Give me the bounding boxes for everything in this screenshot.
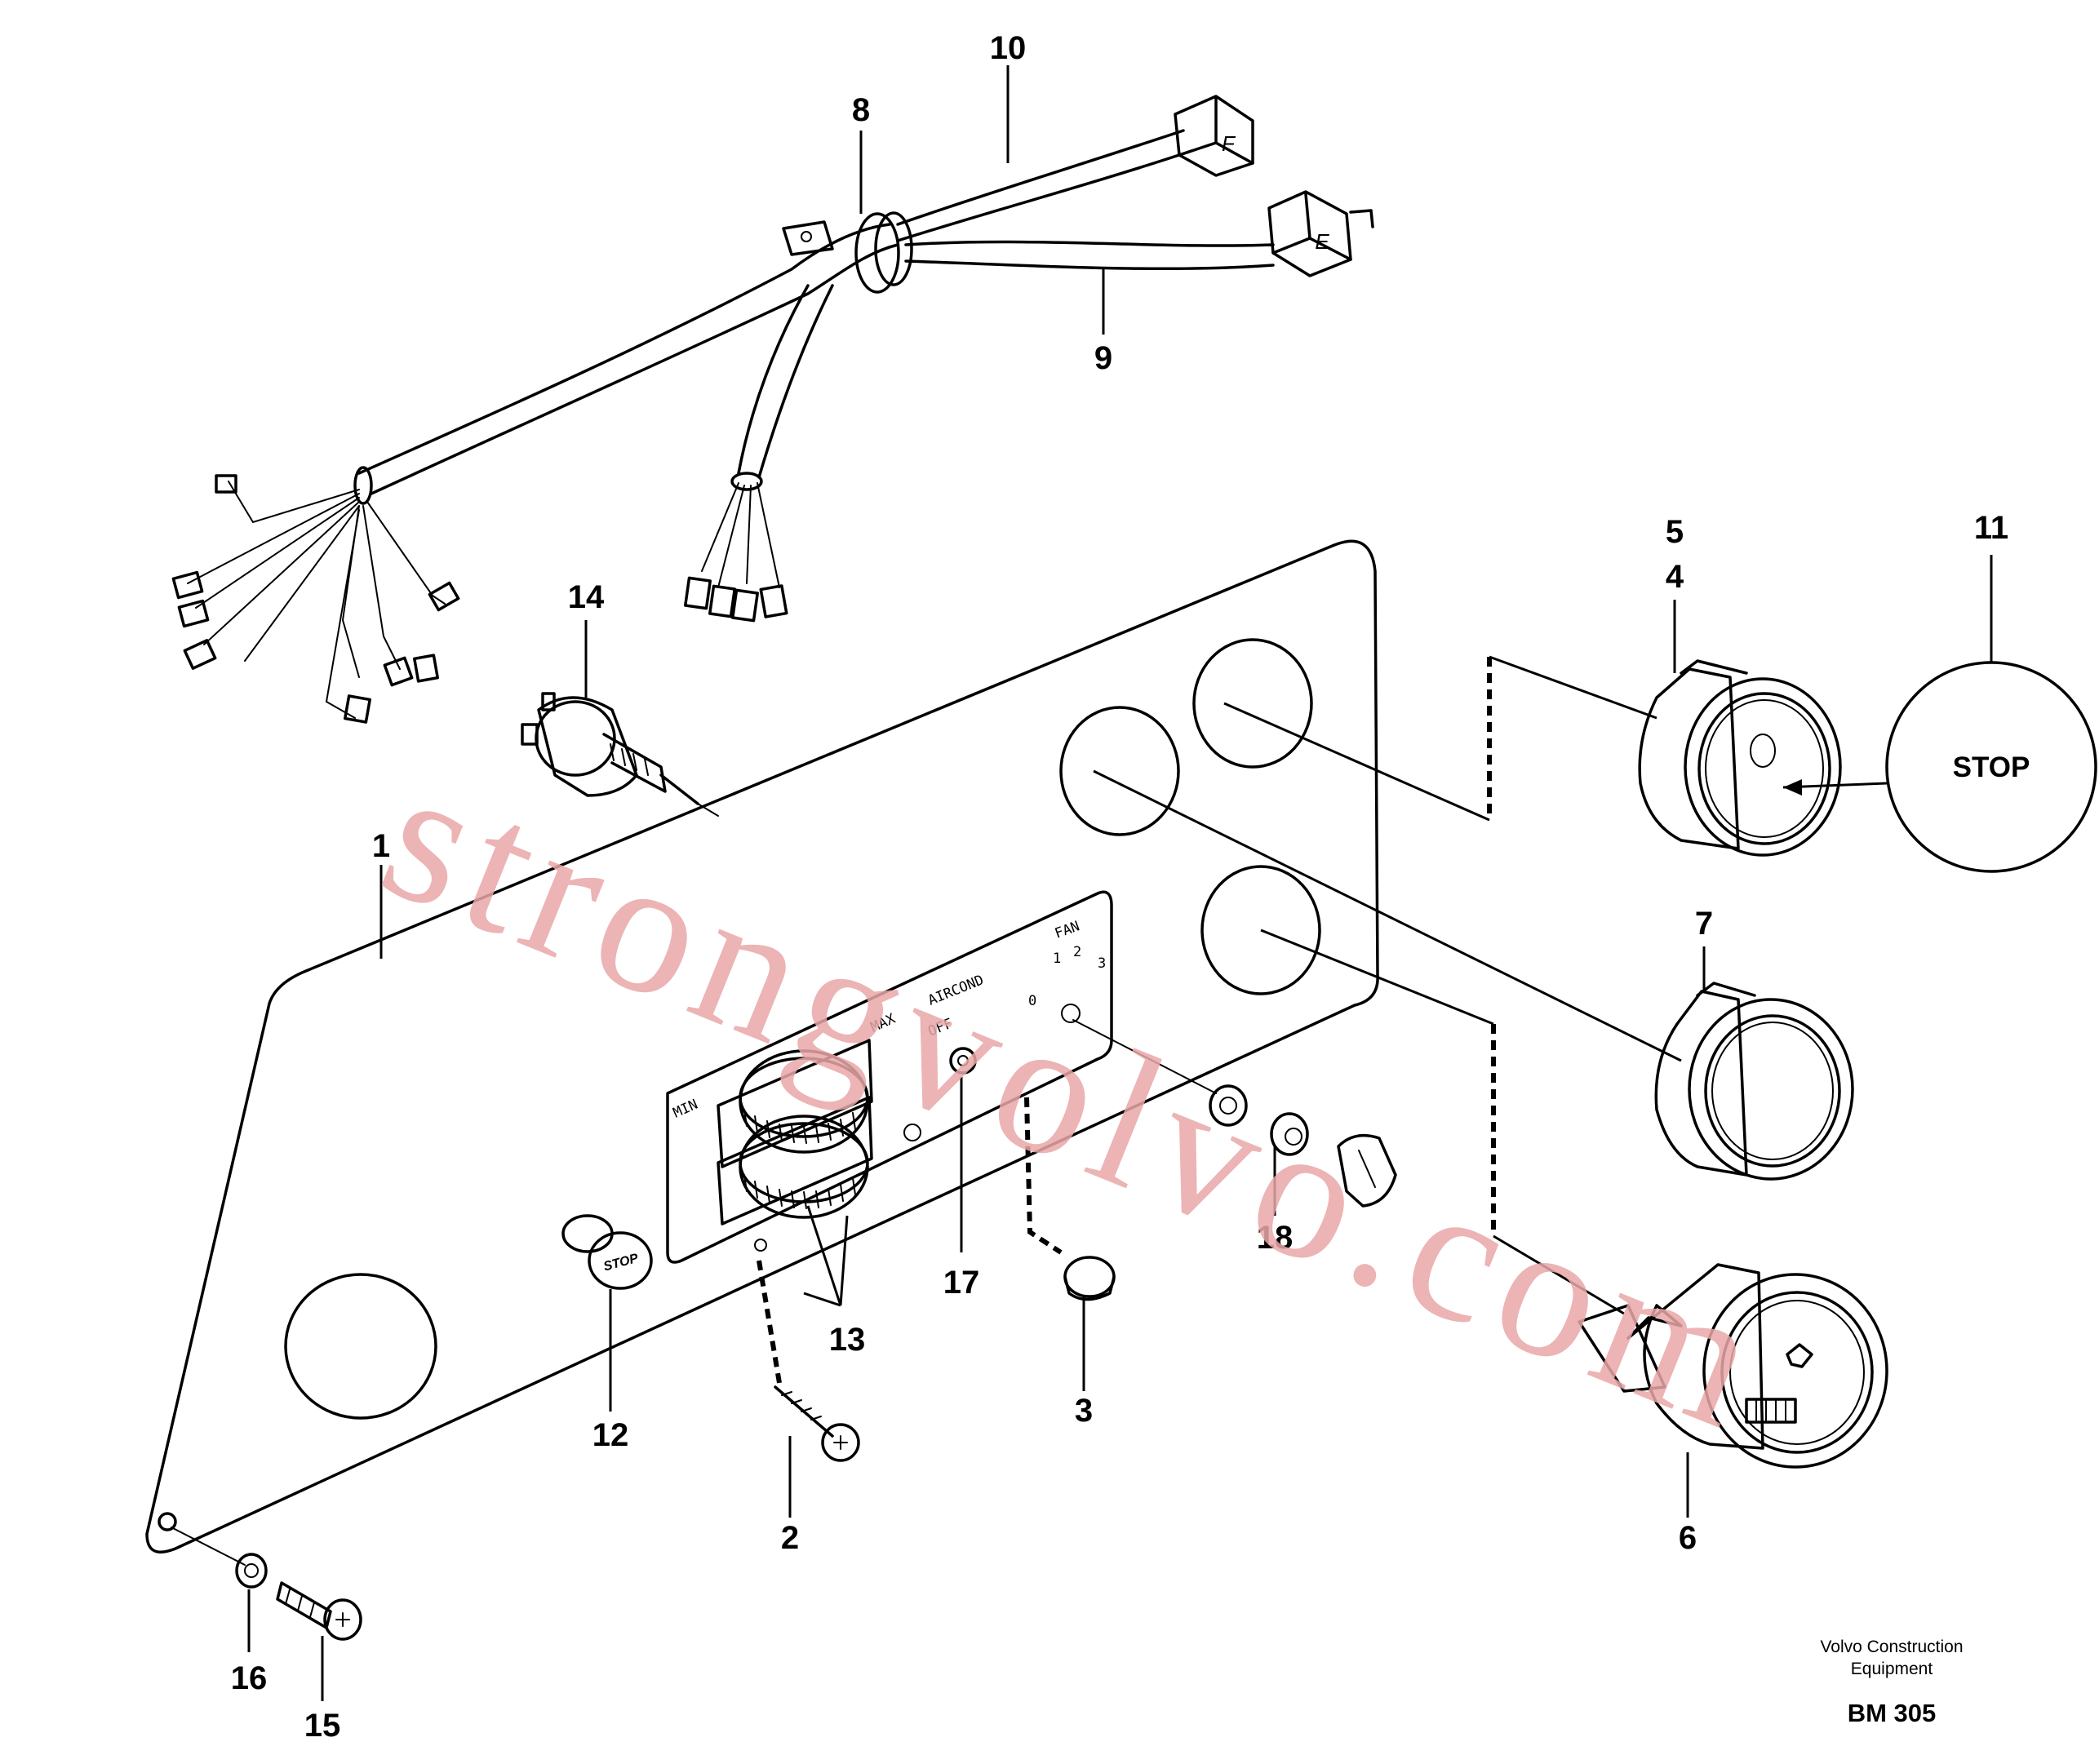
callout-15: 15 xyxy=(304,1708,341,1744)
footer-brand-line1: Volvo Construction xyxy=(1820,1638,1963,1656)
callout-7: 7 xyxy=(1695,906,1713,942)
gauge-6 xyxy=(1578,1263,1888,1469)
callout-14: 14 xyxy=(568,579,605,615)
callout-17: 17 xyxy=(943,1265,980,1301)
stop-push-button: STOP xyxy=(561,1214,653,1290)
callout-4: 4 xyxy=(1666,559,1684,595)
callout-5: 5 xyxy=(1666,514,1684,550)
stop-detail-callout: STOP xyxy=(1782,661,2097,873)
stop-detail-text: STOP xyxy=(1953,751,2030,783)
footer-code: BM 305 xyxy=(1848,1699,1937,1727)
callout-13: 13 xyxy=(829,1322,866,1358)
callout-16: 16 xyxy=(231,1660,268,1696)
footer-brand-line2: Equipment xyxy=(1851,1660,1933,1678)
callout-3: 3 xyxy=(1075,1393,1093,1429)
gauge-7 xyxy=(1654,982,1854,1181)
callout-18: 18 xyxy=(1257,1220,1294,1256)
rotary-switch xyxy=(521,692,699,805)
watermark-text: strongvolvo.com xyxy=(357,726,1796,1472)
connector-f: F xyxy=(1174,95,1254,177)
footer-brand: Volvo Construction Equipment BM 305 xyxy=(1820,1638,1963,1727)
label-fan-3: 3 xyxy=(1098,955,1106,972)
callout-9: 9 xyxy=(1094,340,1112,376)
connector-f-label: F xyxy=(1222,131,1236,156)
callout-6: 6 xyxy=(1679,1520,1697,1556)
label-fan-2: 2 xyxy=(1073,944,1081,960)
label-fan-0: 0 xyxy=(1028,993,1036,1009)
callouts: 1 2 3 4 5 6 7 8 9 10 11 12 13 xyxy=(231,30,2008,1744)
wiring-harness: F E xyxy=(171,95,1374,724)
fan-knob-assembly xyxy=(1072,1019,1397,1208)
wire-terminal xyxy=(171,570,204,600)
panel-screw xyxy=(757,1260,860,1462)
label-fan: FAN xyxy=(1053,918,1082,942)
connector-e-label: E xyxy=(1315,229,1329,254)
label-min: MIN xyxy=(671,1097,700,1122)
callout-12: 12 xyxy=(592,1417,629,1453)
callout-8: 8 xyxy=(852,92,870,128)
connector-e: E xyxy=(1267,190,1374,277)
aircond-switch xyxy=(949,1047,977,1075)
callout-11: 11 xyxy=(1974,510,2008,546)
harness-clamp xyxy=(854,212,900,294)
panel-hole-left xyxy=(284,1273,437,1420)
callout-1: 1 xyxy=(372,828,390,864)
callout-2: 2 xyxy=(781,1520,799,1556)
panel-hole-upper-right xyxy=(1192,638,1313,769)
panel-bolt xyxy=(171,1527,362,1641)
callout-10: 10 xyxy=(990,30,1027,66)
panel-hole-upper-left xyxy=(1059,706,1180,836)
knob-cap xyxy=(1024,1097,1116,1301)
label-fan-1: 1 xyxy=(1053,951,1061,967)
stop-button-text: STOP xyxy=(602,1252,641,1274)
gauge-4 xyxy=(1638,659,1842,857)
